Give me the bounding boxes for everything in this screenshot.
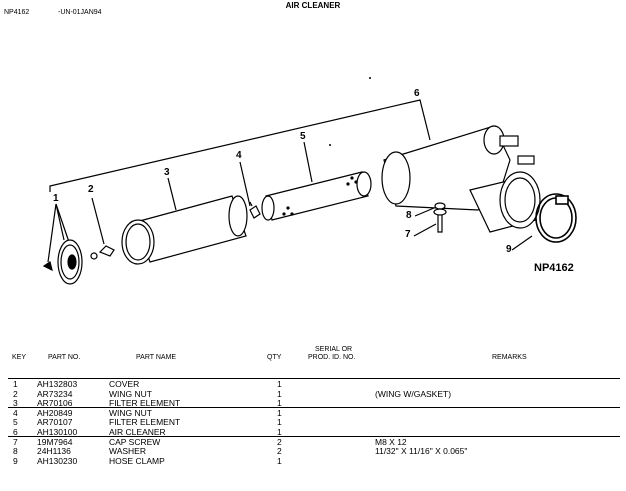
row-qty: 1 bbox=[277, 427, 282, 437]
row-part-no: AH20849 bbox=[37, 407, 73, 418]
row-part-name: WING NUT bbox=[109, 407, 152, 418]
row-part-no: AR70106 bbox=[37, 398, 73, 409]
figure-label: NP4162 bbox=[534, 262, 574, 274]
row-part-name: AIR CLEANER bbox=[109, 427, 166, 437]
row-part-name: HOSE CLAMP bbox=[109, 455, 165, 466]
row-key: 1 bbox=[13, 379, 18, 389]
stray-dot bbox=[369, 77, 371, 79]
row-key: 8 bbox=[13, 446, 18, 457]
callout-1: 1 bbox=[53, 193, 59, 204]
header-remarks: REMARKS bbox=[492, 354, 527, 361]
callout-8: 8 bbox=[406, 210, 412, 221]
row-key: 4 bbox=[13, 407, 18, 418]
row-key: 3 bbox=[13, 398, 18, 409]
group-rule bbox=[8, 436, 620, 437]
row-qty: 1 bbox=[277, 398, 282, 409]
callout-9: 9 bbox=[506, 244, 512, 255]
row-qty: 1 bbox=[277, 388, 282, 399]
row-qty: 1 bbox=[277, 417, 282, 428]
row-key: 9 bbox=[13, 455, 18, 466]
header-part-no: PART NO. bbox=[48, 354, 81, 361]
callout-5: 5 bbox=[300, 131, 306, 142]
row-qty: 1 bbox=[277, 379, 282, 389]
row-part-name: WING NUT bbox=[109, 388, 152, 399]
row-part-no: AR73234 bbox=[37, 388, 73, 399]
header-serial-line2: PROD. ID. NO. bbox=[308, 354, 356, 361]
wing-nut-part bbox=[90, 245, 115, 260]
row-part-no: AR70107 bbox=[37, 417, 73, 428]
row-part-no: AH130100 bbox=[37, 427, 78, 437]
filter-element-inner-part bbox=[261, 171, 372, 221]
wing-nut-small-part bbox=[249, 201, 261, 219]
row-key: 5 bbox=[13, 417, 18, 428]
row-key: 6 bbox=[13, 427, 18, 437]
row-part-no: 19M7964 bbox=[37, 436, 73, 447]
callout-2: 2 bbox=[88, 184, 94, 195]
table-top-rule bbox=[8, 378, 620, 379]
table-row: 7 19M7964 CAP SCREW 2 M8 X 12 bbox=[0, 437, 626, 447]
row-part-name: COVER bbox=[109, 379, 140, 389]
row-part-name: FILTER ELEMENT bbox=[109, 398, 181, 409]
row-qty: 2 bbox=[277, 436, 282, 447]
row-part-name: WASHER bbox=[109, 446, 146, 457]
air-cleaner-housing-part bbox=[381, 125, 541, 233]
row-key: 7 bbox=[13, 436, 18, 447]
header-serial-line1: SERIAL OR bbox=[315, 346, 353, 353]
document-code: NP4162 bbox=[4, 9, 30, 16]
row-remarks: (WING W/GASKET) bbox=[375, 388, 452, 399]
header-key: KEY bbox=[12, 354, 27, 361]
filter-element-outer-part bbox=[121, 195, 248, 265]
group-rule bbox=[8, 407, 620, 408]
table-row: 9 AH130230 HOSE CLAMP 1 bbox=[0, 456, 626, 466]
table-row: 8 24H1136 WASHER 2 11/32" X 11/16" X 0.0… bbox=[0, 446, 626, 456]
stray-dot bbox=[329, 144, 331, 146]
row-part-name: FILTER ELEMENT bbox=[109, 417, 181, 428]
cover-part bbox=[42, 239, 83, 285]
callout-6: 6 bbox=[414, 88, 420, 99]
exploded-parts-diagram bbox=[42, 77, 577, 285]
table-row: 3 AR70106 FILTER ELEMENT 1 bbox=[0, 398, 626, 408]
callout-4: 4 bbox=[236, 150, 242, 161]
header-part-name: PART NAME bbox=[136, 354, 177, 361]
table-row: 1 AH132803 COVER 1 bbox=[0, 379, 626, 389]
callout-3: 3 bbox=[164, 167, 170, 178]
row-remarks: M8 X 12 bbox=[375, 436, 407, 447]
cap-screw-part bbox=[433, 202, 447, 233]
table-row: 5 AR70107 FILTER ELEMENT 1 bbox=[0, 417, 626, 427]
table-row: 6 AH130100 AIR CLEANER 1 bbox=[0, 427, 626, 437]
date-code: -UN-01JAN94 bbox=[58, 9, 102, 16]
row-part-no: 24H1136 bbox=[37, 446, 71, 457]
row-qty: 2 bbox=[277, 446, 282, 457]
row-qty: 1 bbox=[277, 455, 282, 466]
callout-7: 7 bbox=[405, 229, 411, 240]
row-key: 2 bbox=[13, 388, 18, 399]
row-part-no: AH132803 bbox=[37, 379, 78, 389]
table-row: 2 AR73234 WING NUT 1 (WING W/GASKET) bbox=[0, 389, 626, 399]
row-remarks: 11/32" X 11/16" X 0.065" bbox=[375, 446, 468, 457]
row-part-no: AH130230 bbox=[37, 455, 78, 466]
table-row: 4 AH20849 WING NUT 1 bbox=[0, 408, 626, 418]
hose-clamp-part bbox=[535, 193, 577, 243]
page-title: AIR CLEANER bbox=[285, 1, 341, 10]
row-qty: 1 bbox=[277, 407, 282, 418]
header-qty: QTY bbox=[267, 354, 282, 361]
row-part-name: CAP SCREW bbox=[109, 436, 161, 447]
